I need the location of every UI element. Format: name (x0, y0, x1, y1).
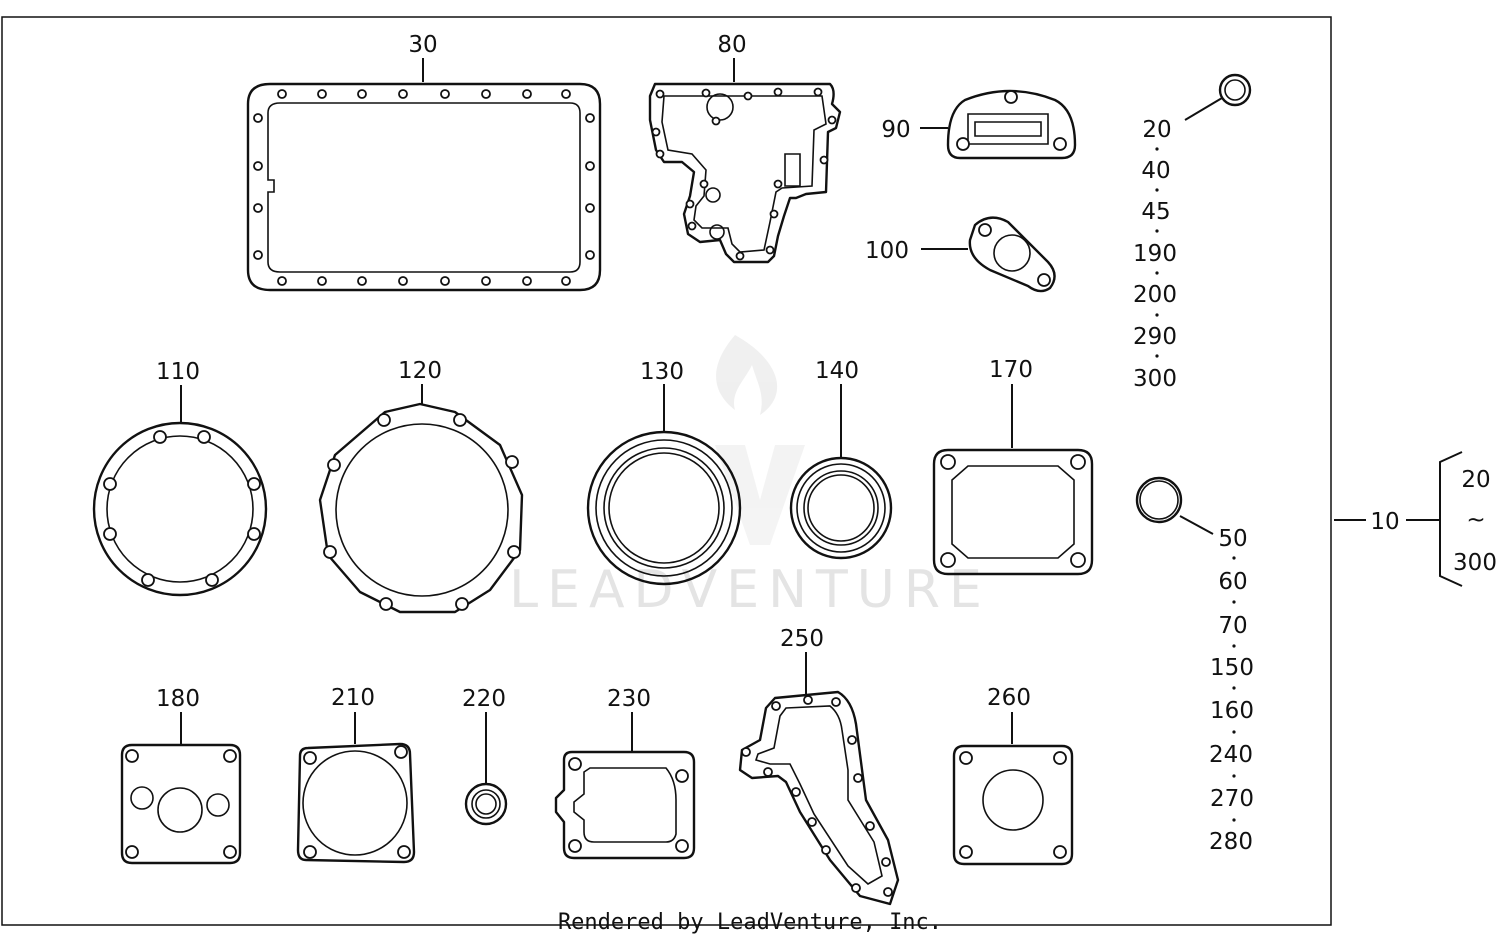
range-tilde: ~ (1466, 507, 1485, 533)
seal-220[interactable] (464, 782, 508, 826)
group-right-item[interactable]: 280 (1209, 829, 1253, 855)
gasket-110[interactable] (92, 421, 268, 597)
leader-lines (180, 58, 1463, 784)
group-right-item[interactable]: 240 (1209, 742, 1253, 768)
gasket-30[interactable] (246, 82, 602, 292)
group-top-item[interactable]: 300 (1133, 366, 1177, 392)
range-to: 300 (1453, 550, 1497, 576)
callout-120[interactable]: 120 (398, 358, 442, 384)
callout-30[interactable]: 30 (408, 32, 437, 58)
callout-90[interactable]: 90 (881, 117, 910, 143)
group-top-right: 20 40 45 190 200 290 300 (1133, 117, 1177, 392)
gasket-170[interactable] (932, 448, 1094, 576)
gasket-100[interactable] (968, 216, 1056, 293)
callout-labels: 30 80 90 100 110 120 130 140 170 180 210… (156, 32, 1400, 712)
gasket-250[interactable] (738, 690, 900, 906)
callout-80[interactable]: 80 (717, 32, 746, 58)
gasket-80[interactable] (648, 82, 842, 264)
callout-130[interactable]: 130 (640, 359, 684, 385)
diagram-frame (1, 16, 1332, 926)
gasket-260[interactable] (952, 744, 1074, 866)
callout-170[interactable]: 170 (989, 357, 1033, 383)
group-dots-top (1155, 147, 1159, 358)
gasket-120[interactable] (318, 402, 524, 614)
callout-250[interactable]: 250 (780, 626, 824, 652)
callout-140[interactable]: 140 (815, 358, 859, 384)
group-top-item[interactable]: 20 (1142, 117, 1171, 143)
gasket-90[interactable] (946, 89, 1077, 160)
group-right-item[interactable]: 270 (1210, 786, 1254, 812)
group-right: 50 60 70 150 160 240 270 280 (1209, 526, 1254, 855)
callout-210[interactable]: 210 (331, 685, 375, 711)
footer-credit: Rendered by LeadVenture, Inc. (558, 910, 942, 935)
group-top-item[interactable]: 290 (1133, 324, 1177, 350)
group-right-item[interactable]: 60 (1218, 569, 1247, 595)
group-dots-right (1232, 556, 1236, 822)
group-top-item[interactable]: 45 (1141, 199, 1170, 225)
watermark-text: LEADVENTURE (509, 560, 991, 620)
group-top-item[interactable]: 190 (1133, 241, 1177, 267)
gasket-230[interactable] (554, 750, 696, 860)
gasket-210[interactable] (296, 742, 416, 864)
group-top-item[interactable]: 40 (1141, 158, 1170, 184)
range-from: 20 (1461, 467, 1490, 493)
callout-220[interactable]: 220 (462, 686, 506, 712)
o-ring-large[interactable] (1135, 476, 1183, 524)
callout-100[interactable]: 100 (865, 238, 909, 264)
o-ring-small[interactable] (1218, 73, 1252, 107)
oil-seal-140[interactable] (789, 456, 893, 560)
gasket-180[interactable] (120, 743, 242, 865)
group-right-item[interactable]: 70 (1218, 613, 1247, 639)
callout-260[interactable]: 260 (987, 685, 1031, 711)
group-right-item[interactable]: 150 (1210, 655, 1254, 681)
callout-110[interactable]: 110 (156, 359, 200, 385)
group-right-item[interactable]: 50 (1218, 526, 1247, 552)
range-bracket: 20 ~ 300 (1453, 467, 1497, 576)
watermark-logo (715, 335, 805, 545)
callout-180[interactable]: 180 (156, 686, 200, 712)
callout-230[interactable]: 230 (607, 686, 651, 712)
callout-10[interactable]: 10 (1370, 509, 1399, 535)
group-top-item[interactable]: 200 (1133, 282, 1177, 308)
group-right-item[interactable]: 160 (1210, 698, 1254, 724)
